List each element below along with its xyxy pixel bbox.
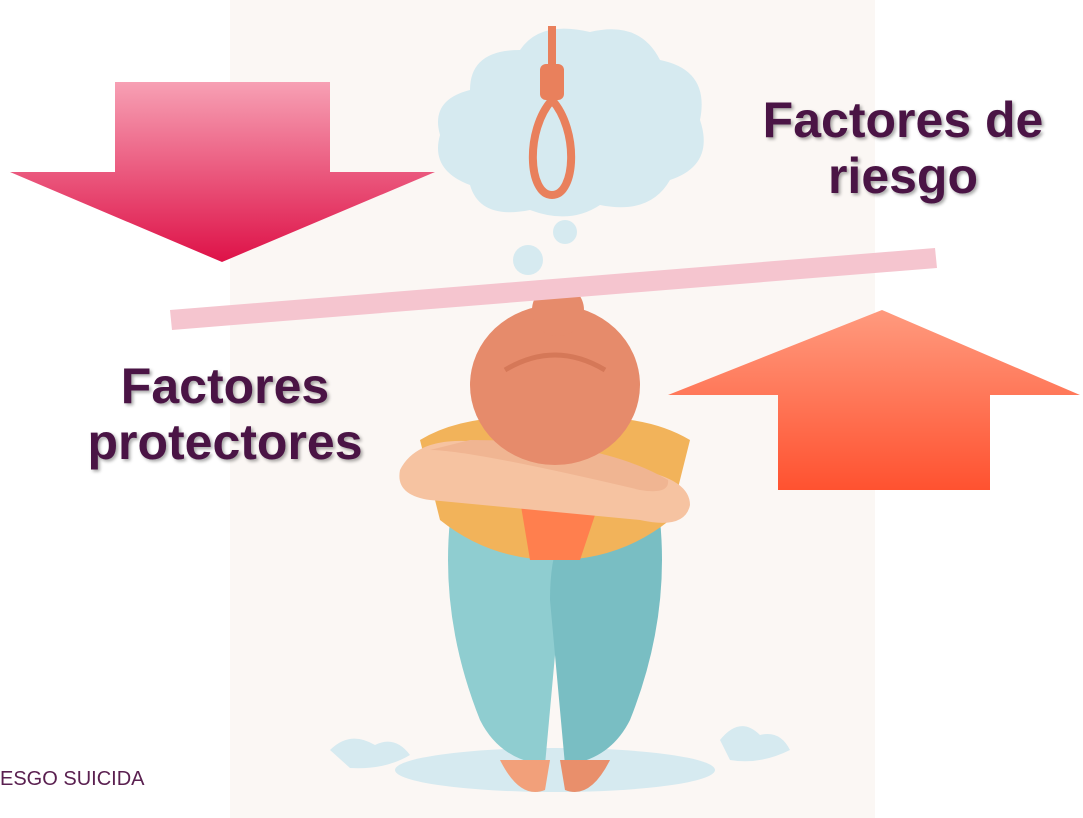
protective-factors-title-line2: protectores [87, 414, 363, 470]
up-arrow-icon [668, 310, 1080, 490]
risk-factors-title-line1: Factores de [762, 92, 1044, 148]
cloud-puff-right [720, 726, 790, 762]
risk-factors-title-line2: riesgo [827, 148, 979, 204]
cloud-puff-left [330, 738, 410, 769]
noose-icon [528, 26, 576, 200]
footer-text: ESGO SUICIDA [0, 768, 145, 790]
person-illustration [395, 284, 715, 792]
balance-beam [170, 248, 937, 330]
protective-factors-title-line1: Factores [120, 358, 330, 414]
down-arrow-icon [10, 82, 435, 262]
protective-factors-title: Factores protectores [60, 358, 390, 470]
risk-factors-title: Factores de riesgo [728, 92, 1078, 204]
thought-cloud-icon [438, 28, 704, 275]
